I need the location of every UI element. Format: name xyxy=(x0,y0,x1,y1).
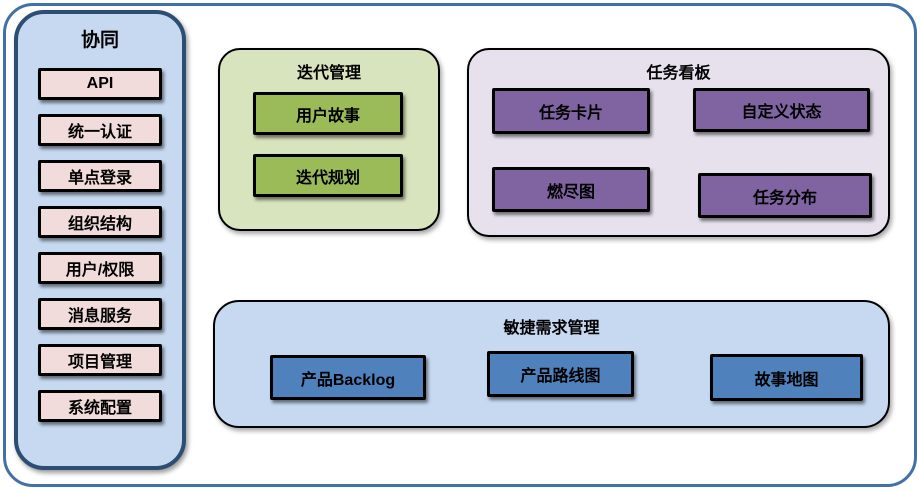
card-story-map: 故事地图 xyxy=(710,354,863,401)
card-custom-status: 自定义状态 xyxy=(693,88,870,132)
sidebar-item-message-service: 消息服务 xyxy=(38,298,162,330)
sidebar-item-unified-auth: 统一认证 xyxy=(38,114,162,146)
sidebar-item-project-management: 项目管理 xyxy=(38,344,162,376)
card-user-story: 用户故事 xyxy=(253,92,403,135)
sidebar-collaboration: 协同 API 统一认证 单点登录 组织结构 用户/权限 消息服务 项目管理 系统… xyxy=(14,10,186,470)
card-burndown-chart: 燃尽图 xyxy=(492,167,650,212)
group-agile-title: 敏捷需求管理 xyxy=(503,320,600,337)
sidebar-item-org-structure: 组织结构 xyxy=(38,206,162,238)
card-product-backlog: 产品Backlog xyxy=(270,355,426,400)
sidebar-item-user-permissions: 用户/权限 xyxy=(38,252,162,284)
card-iteration-planning: 迭代规划 xyxy=(253,154,403,197)
sidebar-item-system-config: 系统配置 xyxy=(38,390,162,422)
group-agile-requirements: 敏捷需求管理 产品Backlog 产品路线图 故事地图 xyxy=(213,300,890,428)
card-product-roadmap: 产品路线图 xyxy=(487,351,634,397)
sidebar-item-sso: 单点登录 xyxy=(38,160,162,192)
sidebar-item-list: API 统一认证 单点登录 组织结构 用户/权限 消息服务 项目管理 系统配置 xyxy=(38,68,162,422)
card-task-distribution: 任务分布 xyxy=(698,173,872,218)
group-iteration-title: 迭代管理 xyxy=(296,65,361,82)
group-task-board: 任务看板 任务卡片 自定义状态 燃尽图 任务分布 xyxy=(467,48,890,237)
sidebar-title: 协同 xyxy=(80,30,119,51)
sidebar-item-api: API xyxy=(38,68,162,100)
group-iteration-management: 迭代管理 用户故事 迭代规划 xyxy=(218,48,440,231)
card-task-card: 任务卡片 xyxy=(492,88,650,134)
group-taskboard-title: 任务看板 xyxy=(646,65,711,82)
